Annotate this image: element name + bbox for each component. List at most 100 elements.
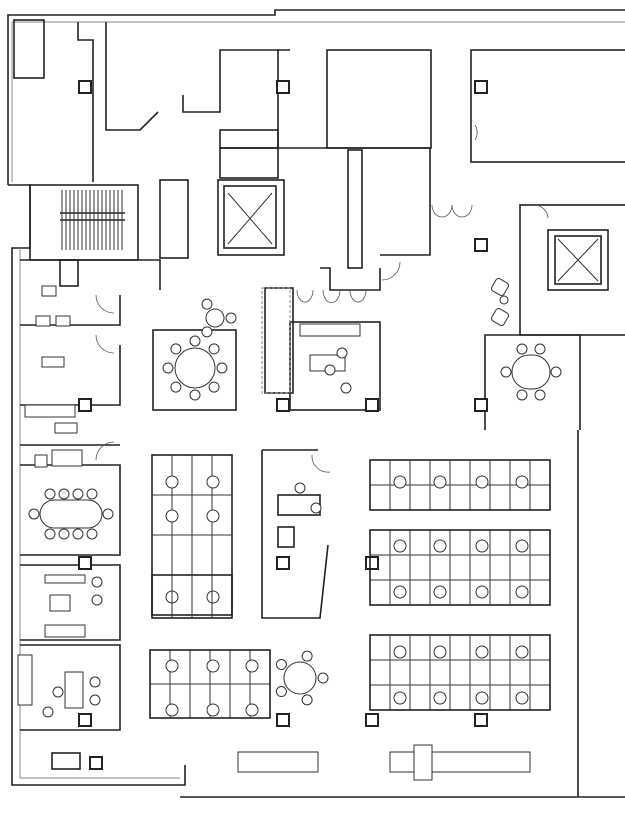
column bbox=[365, 556, 379, 570]
task-chair bbox=[165, 703, 179, 717]
task-chair bbox=[393, 691, 407, 705]
chair bbox=[336, 347, 348, 359]
task-chair bbox=[515, 645, 529, 659]
task-chair bbox=[393, 539, 407, 553]
round-table bbox=[205, 308, 225, 328]
round-table bbox=[499, 295, 509, 305]
task-chair bbox=[475, 645, 489, 659]
chair bbox=[208, 343, 220, 355]
chair bbox=[216, 362, 228, 374]
column bbox=[365, 398, 379, 412]
chair bbox=[534, 343, 546, 355]
chair bbox=[324, 364, 336, 376]
task-chair bbox=[433, 645, 447, 659]
column bbox=[89, 756, 103, 770]
chair bbox=[189, 389, 201, 401]
stair-treads bbox=[61, 190, 123, 250]
column bbox=[474, 713, 488, 727]
column bbox=[78, 713, 92, 727]
task-chair bbox=[165, 509, 179, 523]
column bbox=[78, 80, 92, 94]
task-chair bbox=[393, 475, 407, 489]
lounge-chair bbox=[491, 308, 509, 326]
task-chair bbox=[475, 585, 489, 599]
task-chair bbox=[475, 691, 489, 705]
task-chair bbox=[515, 539, 529, 553]
chair bbox=[550, 366, 562, 378]
column bbox=[78, 556, 92, 570]
task-chair bbox=[475, 539, 489, 553]
chair bbox=[44, 528, 56, 540]
chair bbox=[72, 528, 84, 540]
task-chair bbox=[245, 659, 259, 673]
chair bbox=[340, 382, 352, 394]
task-chair bbox=[206, 509, 220, 523]
chair bbox=[225, 312, 237, 324]
chair bbox=[89, 694, 101, 706]
column bbox=[276, 556, 290, 570]
conference-table bbox=[39, 499, 103, 529]
chair bbox=[301, 650, 313, 662]
chair bbox=[500, 366, 512, 378]
workstations bbox=[149, 454, 551, 719]
chair bbox=[208, 381, 220, 393]
column bbox=[474, 238, 488, 252]
chair bbox=[301, 694, 313, 706]
chair bbox=[294, 482, 306, 494]
furniture bbox=[17, 278, 562, 781]
task-chair bbox=[245, 703, 259, 717]
chair bbox=[86, 488, 98, 500]
doors bbox=[95, 124, 549, 473]
chair bbox=[162, 362, 174, 374]
chair bbox=[91, 576, 103, 588]
task-chair bbox=[475, 475, 489, 489]
chair bbox=[42, 706, 54, 718]
conference-table bbox=[511, 354, 551, 390]
task-chair bbox=[206, 475, 220, 489]
chair bbox=[275, 658, 287, 670]
task-chair bbox=[433, 539, 447, 553]
chair bbox=[91, 594, 103, 606]
chair bbox=[58, 488, 70, 500]
chair bbox=[44, 488, 56, 500]
chair bbox=[201, 326, 213, 338]
chair bbox=[534, 389, 546, 401]
chair bbox=[58, 528, 70, 540]
structural-columns bbox=[78, 80, 488, 770]
round-table bbox=[283, 661, 317, 695]
task-chair bbox=[433, 475, 447, 489]
chair bbox=[516, 389, 528, 401]
task-chair bbox=[515, 585, 529, 599]
task-chair bbox=[515, 691, 529, 705]
task-chair bbox=[206, 590, 220, 604]
exterior-walls bbox=[7, 9, 625, 798]
chair bbox=[201, 298, 213, 310]
task-chair bbox=[206, 703, 220, 717]
task-chair bbox=[433, 691, 447, 705]
task-chair bbox=[393, 585, 407, 599]
workstation-cluster bbox=[369, 529, 551, 606]
chair bbox=[28, 508, 40, 520]
interior-walls bbox=[13, 19, 625, 770]
task-chair bbox=[206, 659, 220, 673]
round-table bbox=[174, 347, 216, 389]
column bbox=[276, 713, 290, 727]
task-chair bbox=[165, 659, 179, 673]
task-chair bbox=[393, 645, 407, 659]
chair bbox=[102, 508, 114, 520]
chair bbox=[72, 488, 84, 500]
chair bbox=[275, 686, 287, 698]
column bbox=[474, 80, 488, 94]
chair bbox=[170, 381, 182, 393]
lounge-chair bbox=[491, 278, 509, 296]
chair bbox=[189, 335, 201, 347]
task-chair bbox=[165, 475, 179, 489]
chair bbox=[310, 502, 322, 514]
chair bbox=[52, 686, 64, 698]
task-chair bbox=[433, 585, 447, 599]
workstation-cluster bbox=[369, 634, 551, 711]
column bbox=[474, 398, 488, 412]
chair bbox=[170, 343, 182, 355]
chair bbox=[89, 676, 101, 688]
